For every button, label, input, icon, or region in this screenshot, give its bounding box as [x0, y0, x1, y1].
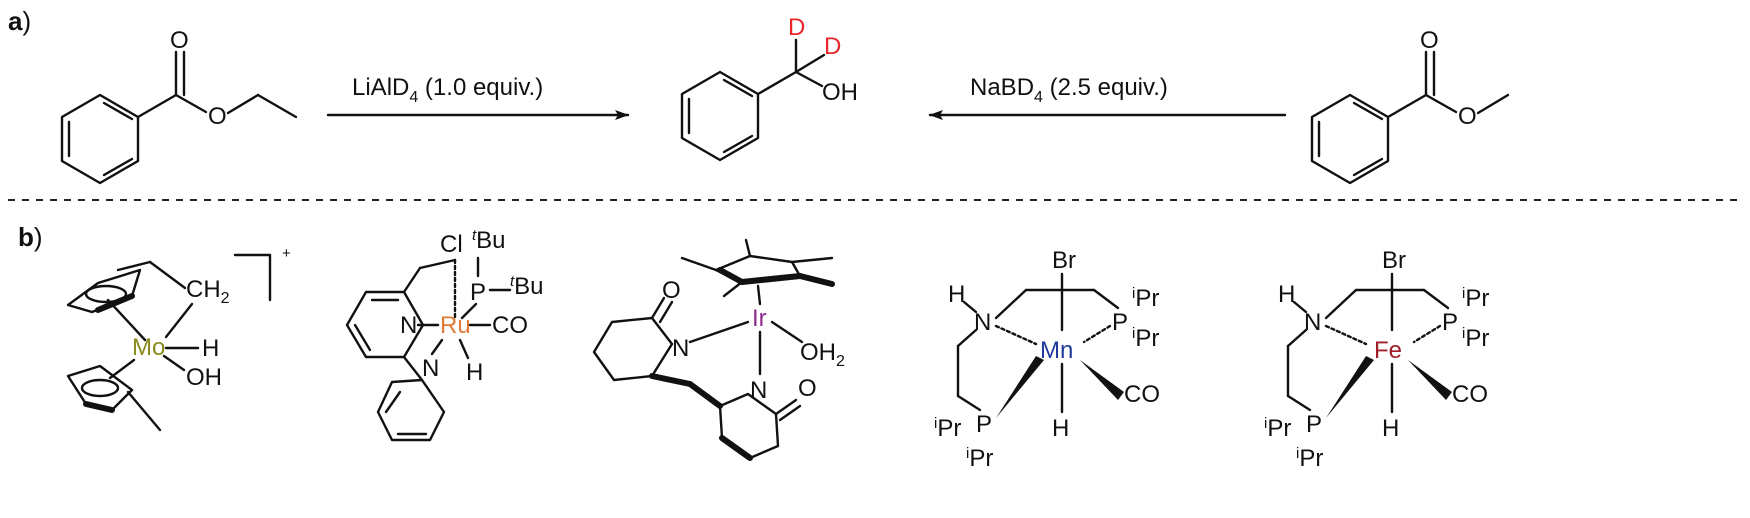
ru-pyridine-n2-label: N — [422, 355, 439, 382]
ir-pyridonate-n2-label: N — [750, 377, 767, 404]
ir-metal-label: Ir — [752, 305, 767, 332]
manganese-complex: Br H N P iPr iPr Mn P iPr iPr CO H — [934, 247, 1160, 472]
right-ether-oxygen-label: O — [1458, 103, 1477, 130]
reagent-lialD4: LiAlD4 (1.0 equiv.) — [352, 74, 543, 106]
fe-carbonyl-label: CO — [1452, 381, 1488, 408]
ch2-label: CH2 — [186, 276, 230, 307]
ru-tbu-2-label: tBu — [510, 273, 544, 300]
ether-oxygen-label: O — [208, 103, 227, 130]
mn-nitrogen-label: N — [974, 309, 991, 336]
ru-tbu-1-label: tBu — [472, 227, 506, 254]
fe-phosphorus-1-label: P — [1442, 309, 1458, 336]
fe-nitrogen-label: N — [1304, 309, 1321, 336]
cp-ring-bottom — [66, 364, 134, 412]
mn-wedge-bond-p — [996, 356, 1044, 418]
fe-wedge-bond-p — [1326, 356, 1374, 418]
product-benzene-ring — [680, 70, 760, 162]
iron-complex: Br H N P iPr iPr Fe P iPr iPr CO H — [1264, 247, 1489, 472]
mn-wedge-bond-co — [1080, 360, 1124, 400]
ru-hydride-label: H — [466, 359, 483, 386]
fe-phosphorus-2-label: P — [1306, 411, 1322, 438]
mn-ipr-2-label: iPr — [1132, 325, 1159, 352]
mn-ipr-3-label: iPr — [934, 415, 961, 442]
fe-ipr-1-label: iPr — [1462, 285, 1489, 312]
carbonyl-oxygen-label: O — [170, 27, 189, 54]
fe-hydride-label: H — [1382, 415, 1399, 442]
mo-hydroxide-label: OH — [186, 364, 222, 391]
fe-ipr-2-label: iPr — [1462, 325, 1489, 352]
panel-b-label: b) — [18, 222, 43, 252]
mn-nh-hydrogen-label: H — [948, 281, 965, 308]
hydroxyl-label: OH — [822, 79, 858, 106]
mn-metal-label: Mn — [1040, 337, 1073, 364]
fe-metal-label: Fe — [1374, 337, 1402, 364]
ru-metal-label: Ru — [440, 312, 471, 339]
mo-metal-label: Mo — [132, 334, 165, 361]
mn-phosphorus-2-label: P — [976, 411, 992, 438]
fe-ipr-3-label: iPr — [1264, 415, 1291, 442]
fe-wedge-bond-co — [1408, 360, 1452, 400]
ir-aqua-label: OH2 — [800, 339, 845, 370]
mn-hydride-label: H — [1052, 415, 1069, 442]
deuterium-label-1: D — [788, 14, 805, 41]
right-benzene-ring — [1310, 93, 1390, 185]
ru-chloride-label: Cl — [440, 231, 463, 258]
charge-label: + — [282, 245, 291, 262]
ethyl-benzoate-structure: O O — [60, 27, 298, 185]
molybdenum-complex: CH2 Mo H OH + — [66, 245, 291, 432]
mn-carbonyl-label: CO — [1124, 381, 1160, 408]
fe-ipr-4-label: iPr — [1296, 445, 1323, 472]
benzene-ring — [60, 93, 140, 185]
right-carbonyl-oxygen-label: O — [1420, 27, 1439, 54]
mn-ipr-1-label: iPr — [1132, 285, 1159, 312]
benzyl-alcohol-d2-structure: D D OH — [680, 14, 858, 162]
fe-bromide-label: Br — [1382, 247, 1406, 274]
ru-pyridine-ring-2 — [376, 378, 446, 442]
mn-phosphorus-1-label: P — [1112, 309, 1128, 336]
fe-nh-hydrogen-label: H — [1278, 281, 1295, 308]
ir-oxo-1-label: O — [662, 277, 681, 304]
ir-pyridonate-n1-label: N — [672, 335, 689, 362]
mo-hydride-label: H — [202, 335, 219, 362]
methyl-benzoate-structure: O O — [1310, 27, 1510, 185]
panel-a-label: a) — [8, 6, 31, 36]
deuterium-label-2: D — [824, 33, 841, 60]
ir-pyridonate-ring-1 — [592, 316, 674, 382]
ruthenium-complex: Cl tBu P tBu N Ru CO H N — [345, 227, 544, 442]
ru-phosphorus-label: P — [470, 279, 486, 306]
ru-pyridine-n1-label: N — [400, 312, 417, 339]
reagent-nabD4: NaBD4 (2.5 equiv.) — [970, 74, 1168, 106]
ir-pyridonate-ring-2 — [718, 392, 780, 460]
ir-oxo-2-label: O — [798, 375, 817, 402]
bracket — [233, 253, 272, 302]
ru-carbonyl-label: CO — [492, 312, 528, 339]
mn-ipr-4-label: iPr — [966, 445, 993, 472]
iridium-complex: Ir OH2 N N O O — [592, 238, 845, 461]
mn-bromide-label: Br — [1052, 247, 1076, 274]
